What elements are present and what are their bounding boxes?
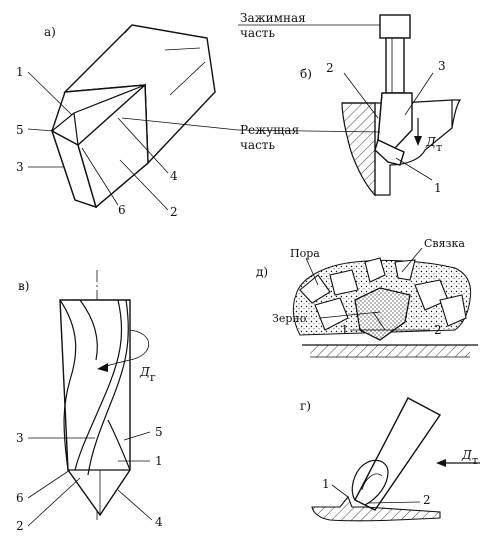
label-v-3: 3: [16, 431, 24, 445]
panel-d-abrasive-structure: [292, 247, 478, 358]
leader-bond: [401, 247, 423, 273]
feed-label-g: Д: [461, 448, 472, 462]
leader-grain: [319, 311, 381, 319]
label-b-1: 1: [434, 181, 442, 195]
leader-b-2: [343, 72, 379, 119]
feed-arrowhead-b: [414, 136, 422, 146]
label-v-6: 6: [16, 491, 24, 505]
leader-v-6: [27, 469, 71, 499]
leader-a-5: [27, 128, 55, 132]
label-v-1: 1: [155, 454, 163, 468]
label-cutting-1: Режущая: [240, 123, 299, 137]
label-v-2: 2: [16, 519, 24, 533]
feed-arrowhead-g: [436, 459, 446, 467]
panel-v-twist-drill: [27, 270, 153, 527]
leader-v-2: [27, 477, 81, 527]
label-v-5: 5: [155, 425, 163, 439]
label-clamping-2: часть: [240, 26, 275, 40]
leader-g-1: [331, 484, 349, 498]
panel-g-label: г): [300, 399, 311, 413]
label-a-4: 4: [170, 169, 178, 183]
label-a-1: 1: [16, 65, 24, 79]
panel-a-turning-tool: [27, 24, 382, 211]
label-pore: Пора: [290, 247, 320, 260]
label-clamping-1: Зажимная: [240, 11, 306, 25]
leader-a-6: [81, 147, 119, 206]
leader-b-1: [395, 157, 433, 181]
panel-v-label: в): [18, 279, 29, 293]
leader-v-5: [123, 431, 151, 441]
leader-b-3: [404, 72, 434, 116]
label-a-3: 3: [16, 160, 24, 174]
label-d-2: 2: [434, 323, 442, 337]
label-grain: Зерно: [272, 312, 307, 325]
label-a-2: 2: [170, 205, 178, 219]
leader-a-2: [119, 159, 169, 211]
label-d-1: 1: [341, 323, 349, 337]
leader-cutting-part-a: [121, 117, 239, 131]
label-a-5: 5: [16, 123, 24, 137]
panel-b-boring-tool: [237, 14, 462, 197]
label-b-3: 3: [438, 59, 446, 73]
label-bond: Связка: [424, 237, 465, 250]
leader-cutting-part-b: [237, 129, 381, 133]
label-g-2: 2: [423, 493, 431, 507]
feed-sub-b: т: [436, 141, 442, 154]
leader-g-2: [367, 501, 421, 504]
label-v-4: 4: [155, 515, 163, 529]
label-a-6: 6: [118, 203, 126, 217]
panel-g-shaping-tool: [311, 397, 480, 522]
leader-v-4: [117, 489, 153, 521]
panel-d-label: д): [256, 265, 268, 279]
feed-label-b: Д: [425, 135, 436, 149]
feed-sub-v: г: [150, 371, 156, 384]
feed-sub-g: т: [472, 454, 478, 467]
leader-pore: [305, 257, 319, 286]
label-b-2: 2: [326, 61, 334, 75]
panel-b-label: б): [300, 67, 312, 81]
leader-a-4: [117, 117, 169, 174]
panel-a-label: а): [44, 25, 56, 39]
label-cutting-2: часть: [240, 138, 275, 152]
leader-a-1: [27, 71, 73, 116]
feed-label-v: Д: [139, 365, 150, 379]
label-g-1: 1: [322, 477, 330, 491]
